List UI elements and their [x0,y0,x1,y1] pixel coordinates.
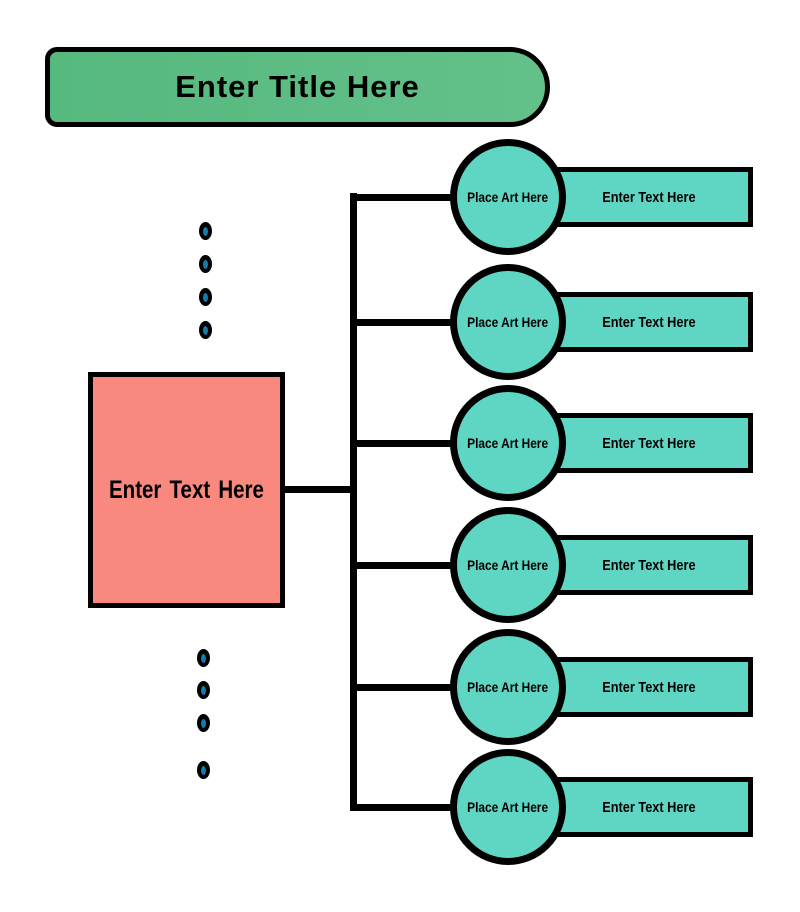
ellipsis-dot-core [203,259,208,269]
ellipsis-dot-core [203,226,208,236]
art-circle[interactable]: Place Art Here [450,507,566,623]
art-circle[interactable]: Place Art Here [450,385,566,501]
art-circle-label: Place Art Here [467,557,549,573]
ellipsis-dot-core [203,325,208,335]
branch-connector-line [350,193,454,201]
text-bar-label: Enter Text Here [602,556,696,574]
ellipsis-dot-icon [197,761,210,779]
branch-connector-line [350,803,454,811]
trunk-connector-line [350,193,357,811]
ellipsis-dot-icon [199,255,212,273]
text-bar-label: Enter Text Here [602,798,696,816]
ellipsis-dot-icon [197,649,210,667]
text-bar-label: Enter Text Here [602,313,696,331]
ellipsis-dot-core [201,718,206,728]
branch-row: Enter Text Here Place Art Here [350,749,760,865]
art-circle-label: Place Art Here [467,189,549,205]
branch-connector-line [350,439,454,447]
branch-row: Enter Text Here Place Art Here [350,264,760,380]
center-connector-line [283,486,353,493]
ellipsis-dot-icon [199,321,212,339]
branch-row: Enter Text Here Place Art Here [350,629,760,745]
text-bar[interactable]: Enter Text Here [545,777,753,837]
ellipsis-dot-core [201,685,206,695]
text-bar[interactable]: Enter Text Here [545,167,753,227]
title-banner-label: Enter Title Here [175,69,420,104]
text-bar-label: Enter Text Here [602,678,696,696]
branch-row: Enter Text Here Place Art Here [350,507,760,623]
text-bar-label: Enter Text Here [602,434,696,452]
art-circle[interactable]: Place Art Here [450,749,566,865]
center-text-box-label: Enter Text Here [109,475,264,504]
ellipsis-dot-core [201,653,206,663]
branch-row: Enter Text Here Place Art Here [350,385,760,501]
art-circle-label: Place Art Here [467,314,549,330]
art-circle[interactable]: Place Art Here [450,139,566,255]
ellipsis-dot-icon [199,288,212,306]
ellipsis-dot-core [201,765,206,775]
art-circle-label: Place Art Here [467,799,549,815]
art-circle[interactable]: Place Art Here [450,264,566,380]
ellipsis-dot-core [203,292,208,302]
ellipsis-dot-icon [197,681,210,699]
branch-connector-line [350,683,454,691]
title-banner[interactable]: Enter Title Here [45,47,550,127]
art-circle[interactable]: Place Art Here [450,629,566,745]
art-circle-label: Place Art Here [467,435,549,451]
ellipsis-dot-icon [199,222,212,240]
text-bar-label: Enter Text Here [602,188,696,206]
art-circle-label: Place Art Here [467,679,549,695]
text-bar[interactable]: Enter Text Here [545,657,753,717]
branch-connector-line [350,561,454,569]
text-bar[interactable]: Enter Text Here [545,535,753,595]
branch-connector-line [350,318,454,326]
center-text-box[interactable]: Enter Text Here [88,372,285,608]
ellipsis-dot-icon [197,714,210,732]
branch-row: Enter Text Here Place Art Here [350,139,760,255]
text-bar[interactable]: Enter Text Here [545,413,753,473]
text-bar[interactable]: Enter Text Here [545,292,753,352]
